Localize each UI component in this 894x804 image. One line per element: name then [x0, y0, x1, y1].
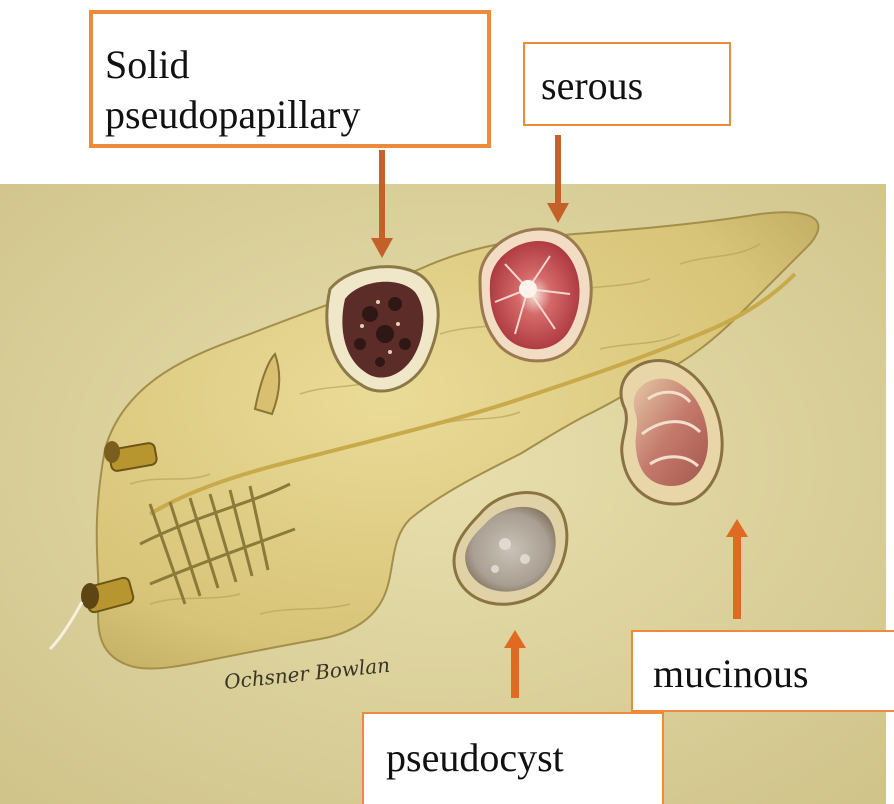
- label-mucinous: mucinous: [631, 630, 894, 712]
- arrow-down-icon: [370, 150, 394, 260]
- label-solid-pseudopapillary: Solid pseudopapillary: [89, 10, 491, 148]
- arrow-up-icon: [503, 628, 527, 698]
- arrow-up-icon: [725, 517, 749, 619]
- label-serous: serous: [523, 42, 731, 126]
- arrow-down-icon: [546, 135, 570, 225]
- label-pseudocyst: pseudocyst: [362, 712, 664, 804]
- serous-lesion: [480, 229, 591, 361]
